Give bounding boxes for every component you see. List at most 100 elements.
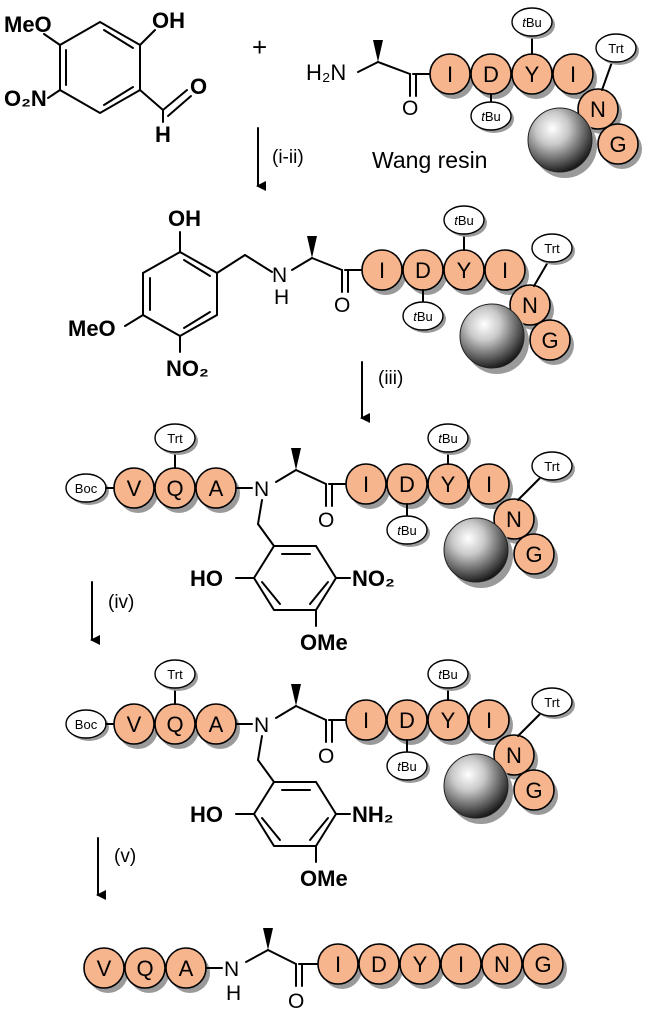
- hydroxyl-label: HO: [190, 566, 223, 591]
- svg-text:I: I: [502, 258, 508, 283]
- svg-text:G: G: [525, 778, 542, 803]
- step-label: (iii): [378, 368, 403, 389]
- svg-text:Q: Q: [136, 956, 153, 981]
- bead-Y: Y: [511, 53, 557, 100]
- tbu-tag: tBu: [386, 515, 431, 548]
- bead-N: N: [481, 943, 527, 990]
- bead-A: A: [195, 467, 241, 514]
- svg-text:D: D: [399, 708, 415, 733]
- hydroxyl-label: OH: [168, 206, 201, 231]
- svg-text:I: I: [447, 62, 453, 87]
- bead-I: I: [552, 53, 598, 100]
- methoxy-label: OMe: [300, 630, 348, 655]
- svg-text:tBu: tBu: [481, 109, 501, 124]
- svg-text:tBu: tBu: [522, 15, 542, 30]
- step-label: (i-ii): [272, 147, 304, 168]
- methoxy-label: MeO: [68, 316, 116, 341]
- svg-text:Trt: Trt: [544, 241, 560, 256]
- svg-text:Y: Y: [441, 708, 456, 733]
- methoxy-label: OMe: [300, 866, 348, 891]
- svg-text:A: A: [179, 956, 194, 981]
- methoxy-label: MeO: [4, 12, 52, 37]
- tbu-tag: tBu: [427, 659, 472, 692]
- svg-text:I: I: [335, 952, 341, 977]
- aldehyde-oxygen: O: [190, 74, 207, 99]
- svg-text:V: V: [97, 956, 112, 981]
- svg-text:G: G: [541, 328, 558, 353]
- svg-text:Y: Y: [525, 62, 540, 87]
- bead-A: A: [195, 703, 241, 750]
- bead-N: N: [509, 284, 555, 331]
- tbu-tag: tBu: [470, 101, 515, 134]
- carbonyl-oxygen: O: [288, 990, 304, 1013]
- svg-text:Trt: Trt: [544, 695, 560, 710]
- aldehyde-hydrogen: H: [155, 122, 171, 147]
- boc-tag: Boc: [65, 709, 110, 742]
- svg-text:D: D: [399, 472, 415, 497]
- bead-D: D: [470, 53, 516, 100]
- trt-tag: Trt: [154, 659, 199, 692]
- svg-text:V: V: [127, 712, 142, 737]
- bead-Y: Y: [443, 249, 489, 296]
- bead-Y: Y: [427, 699, 473, 746]
- bead-G: G: [513, 533, 559, 580]
- intermediate-1: OH MeO NO₂ N H O I D Y I N G tBu tBu Trt: [68, 205, 576, 381]
- boc-tag: Boc: [65, 473, 110, 506]
- bead-G: G: [597, 123, 643, 170]
- bead-D: D: [386, 699, 432, 746]
- svg-text:Boc: Boc: [75, 481, 98, 496]
- bead-D: D: [402, 249, 448, 296]
- amino-label: NH₂: [352, 802, 394, 827]
- svg-text:Boc: Boc: [75, 717, 98, 732]
- bead-I: I: [468, 699, 514, 746]
- svg-text:N: N: [506, 507, 522, 532]
- svg-text:Trt: Trt: [608, 41, 624, 56]
- bead-A: A: [165, 947, 211, 994]
- tbu-tag: tBu: [402, 301, 447, 334]
- bead-Q: Q: [154, 703, 200, 750]
- bead-D: D: [386, 463, 432, 510]
- svg-text:Q: Q: [166, 476, 183, 501]
- aldehyde-reactant: MeO OH O₂N O H: [4, 8, 207, 147]
- svg-text:I: I: [363, 472, 369, 497]
- tbu-tag: tBu: [443, 205, 488, 238]
- svg-text:N: N: [494, 952, 510, 977]
- bead-N: N: [577, 88, 623, 135]
- bead-N: N: [493, 498, 539, 545]
- plus-sign: +: [252, 32, 267, 62]
- bead-D: D: [358, 943, 404, 990]
- trt-tag: Trt: [531, 233, 576, 266]
- svg-text:V: V: [127, 476, 142, 501]
- nitro-label: O₂N: [4, 86, 47, 111]
- bead-I: I: [468, 463, 514, 510]
- svg-text:D: D: [483, 62, 499, 87]
- svg-text:N: N: [506, 743, 522, 768]
- trt-tag: Trt: [154, 423, 199, 456]
- intermediate-2: Boc V Q A Trt N O I D Y I N G tBu tBu Tr…: [65, 423, 576, 655]
- bead-I: I: [440, 943, 486, 990]
- carbonyl-oxygen: O: [318, 509, 334, 532]
- resin-bound-peptide-1: H₂N O I D Y I N G tBu tBu Trt Wang resin: [306, 7, 643, 179]
- svg-text:Q: Q: [166, 712, 183, 737]
- svg-text:Y: Y: [457, 258, 472, 283]
- svg-text:N: N: [522, 293, 538, 318]
- bead-Y: Y: [427, 463, 473, 510]
- carbonyl-oxygen: O: [402, 97, 418, 120]
- svg-text:tBu: tBu: [454, 213, 474, 228]
- amine-h: H: [226, 982, 241, 1005]
- bead-I: I: [484, 249, 530, 296]
- svg-text:I: I: [379, 258, 385, 283]
- resin-label: Wang resin: [372, 147, 487, 173]
- svg-text:Trt: Trt: [167, 667, 183, 682]
- svg-text:A: A: [209, 712, 224, 737]
- svg-text:I: I: [570, 62, 576, 87]
- svg-text:G: G: [609, 132, 626, 157]
- amine-n: N: [272, 264, 287, 287]
- svg-text:Y: Y: [413, 952, 428, 977]
- svg-text:tBu: tBu: [397, 759, 417, 774]
- bead-Y: Y: [399, 943, 445, 990]
- amine-n: N: [254, 478, 269, 501]
- hydroxyl-label: OH: [152, 8, 185, 33]
- bead-N: N: [493, 734, 539, 781]
- step-label: (v): [114, 846, 136, 867]
